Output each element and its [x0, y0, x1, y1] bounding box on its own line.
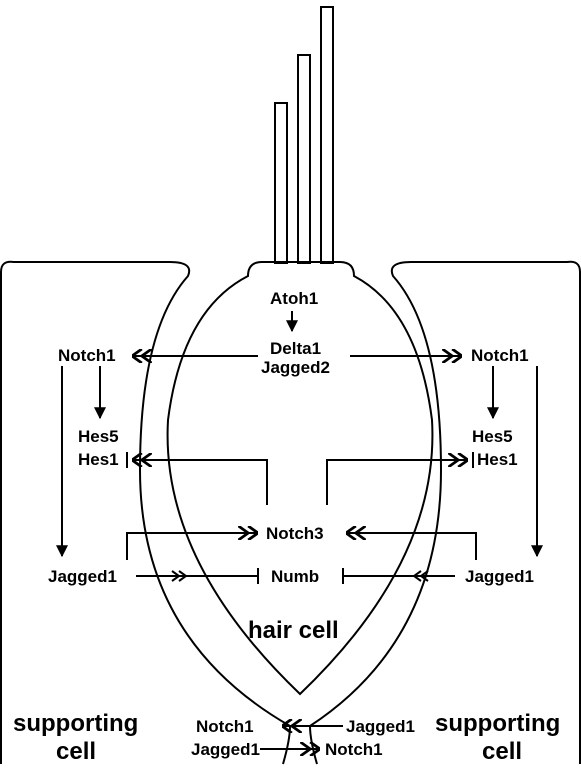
notch3-label: Notch3 — [266, 525, 324, 542]
hes1-left-label: Hes1 — [78, 451, 119, 468]
numb-label: Numb — [271, 568, 319, 585]
notch1-right-label: Notch1 — [471, 347, 529, 364]
bottom-notch1-right-label: Notch1 — [325, 741, 383, 758]
bottom-jagged1-left-label: Jagged1 — [191, 741, 260, 758]
bottom-jagged1-right-label: Jagged1 — [346, 718, 415, 735]
supporting-cell-right-label-2: cell — [482, 740, 522, 764]
hes5-left-label: Hes5 — [78, 428, 119, 445]
notch1-left-label: Notch1 — [58, 347, 116, 364]
delta1-label: Delta1 — [270, 340, 321, 357]
bottom-notch1-left-label: Notch1 — [196, 718, 254, 735]
hes5-right-label: Hes5 — [472, 428, 513, 445]
stereocilia — [275, 7, 333, 263]
hair-cell-label: hair cell — [248, 619, 339, 643]
supporting-cell-right-label-1: supporting — [435, 712, 560, 736]
hes1-right-label: Hes1 — [477, 451, 518, 468]
right-supporting-cell-outline — [310, 262, 580, 764]
supporting-cell-left-label-2: cell — [56, 740, 96, 764]
left-supporting-cell-outline — [1, 262, 290, 764]
jagged1-right-label: Jagged1 — [465, 568, 534, 585]
jagged1-left-label: Jagged1 — [48, 568, 117, 585]
jagged2-label: Jagged2 — [261, 359, 330, 376]
supporting-cell-left-label-1: supporting — [13, 712, 138, 736]
atoh1-label: Atoh1 — [270, 290, 318, 307]
